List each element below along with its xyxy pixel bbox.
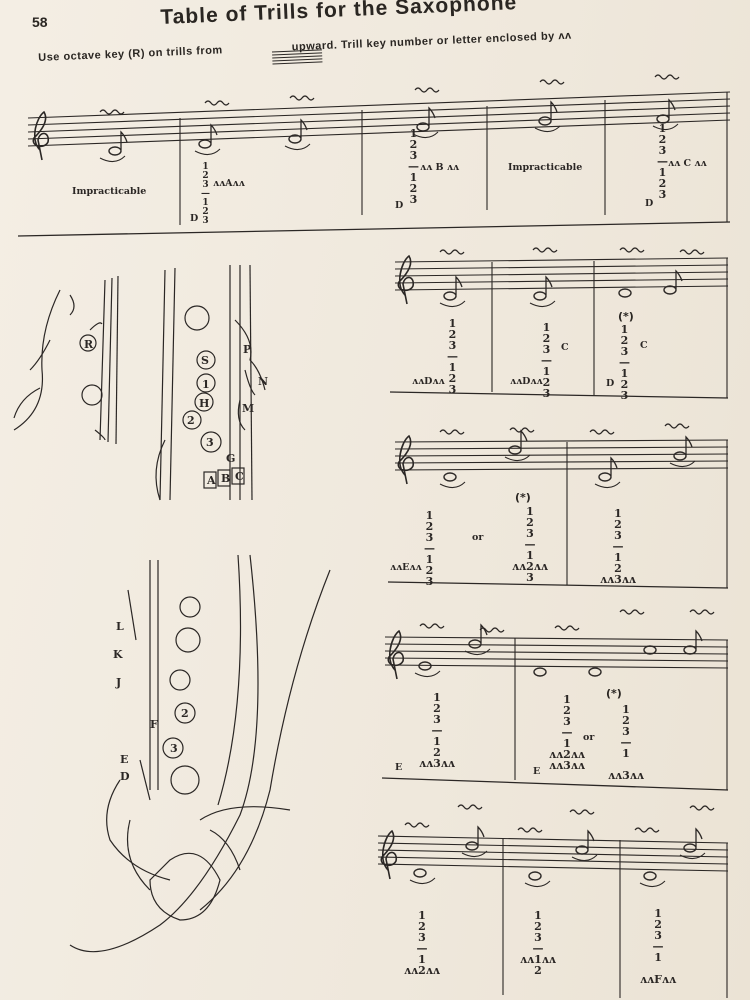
staff-row-3 <box>387 439 729 589</box>
fingering: 1 2 3 — 1 2 3 <box>619 323 630 402</box>
trill-key: ʌʌ C ʌʌ <box>668 158 707 169</box>
sax-diagram-top <box>13 264 266 501</box>
treble-clefs <box>32 110 415 880</box>
key-note: D <box>645 198 654 209</box>
or-text: or <box>472 532 484 543</box>
key-note: D <box>190 213 199 224</box>
fingering-alt: 1 2 3 — 1 ʌʌ3ʌʌ <box>608 703 644 782</box>
fingering: 1 2 3 — 1 2 3 <box>447 317 458 396</box>
trill-key: C <box>561 342 569 353</box>
key-label-p: P <box>243 343 252 356</box>
key-label-g: G <box>226 452 236 465</box>
fingering: 1 2 3 — ʌʌ1ʌʌ 2 <box>520 909 556 977</box>
fingering: 1 2 3 — 1 ʌʌ2ʌʌ ʌʌ3ʌʌ <box>549 693 585 772</box>
staff-row-4 <box>381 636 729 791</box>
key-label-r: R <box>84 338 94 351</box>
staff-row-1 <box>17 91 731 237</box>
trill-key: ʌʌAʌʌ <box>213 178 245 189</box>
fingering: 1 2 3 — 1 2 ʌʌ3ʌʌ <box>600 507 636 586</box>
key-label-d: D <box>120 770 130 783</box>
key-label-k: K <box>113 648 123 661</box>
key-label-m: M <box>242 402 255 415</box>
key-label-3: 3 <box>206 436 214 449</box>
fingering-alt: 1 2 3 — 1 ʌʌ2ʌʌ 3 <box>512 505 548 584</box>
impracticable-text: Impracticable <box>508 162 583 173</box>
key-note: ʌʌDʌʌ <box>510 376 543 387</box>
asterisk-marker: (*) <box>618 310 634 323</box>
key-label-e: E <box>120 753 129 766</box>
fingering: 1 2 3 — 1 2 3 <box>201 162 210 226</box>
key-note: D <box>606 378 615 389</box>
key-label-j: J <box>116 676 122 689</box>
impracticable-text: Impracticable <box>72 186 147 197</box>
key-note: E <box>533 766 541 777</box>
fingering: 1 2 3 — 1 2 3 <box>424 509 435 588</box>
note-heads <box>108 114 697 881</box>
key-note: E <box>395 762 403 773</box>
trill-key: C <box>640 340 648 351</box>
key-label-f: F <box>150 718 158 731</box>
fingering: 1 2 3 — 1 2 ʌʌ3ʌʌ <box>419 691 455 770</box>
key-label-3b: 3 <box>170 742 178 755</box>
key-note: ʌʌDʌʌ <box>412 376 445 387</box>
key-label-a: A <box>207 474 216 487</box>
staff-row-2 <box>389 257 729 399</box>
key-label-l: L <box>116 620 124 633</box>
key-label-c: C <box>235 470 244 483</box>
asterisk-marker: (*) <box>606 687 622 700</box>
trill-key: ʌʌ B ʌʌ <box>420 162 460 173</box>
key-label-b: B <box>221 472 231 485</box>
key-label-h: H <box>199 397 210 410</box>
key-label-n: N <box>258 375 269 388</box>
asterisk-marker: (*) <box>515 491 531 504</box>
key-label-s: S <box>201 354 209 367</box>
fingering: 1 2 3 — 1 2 3 <box>541 321 552 400</box>
page-number: 58 <box>32 14 48 30</box>
key-note: D <box>395 200 404 211</box>
fingering: 1 2 3 — 1 2 3 <box>408 127 419 206</box>
staff-row-5 <box>377 835 729 998</box>
sax-diagram-bell <box>69 554 331 953</box>
fingering: 1 2 3 — 1 2 3 <box>657 122 668 201</box>
key-label-1: 1 <box>202 378 210 391</box>
key-label-2: 2 <box>187 414 195 427</box>
trill-marks <box>99 74 715 833</box>
or-text: or <box>583 732 595 743</box>
key-label-2b: 2 <box>181 707 189 720</box>
subtitle-staff <box>271 49 323 65</box>
note-stems <box>120 98 703 849</box>
key-note: ʌʌEʌʌ <box>390 562 422 573</box>
fingering: 1 2 3 — 1 ʌʌ2ʌʌ <box>404 909 440 977</box>
ties <box>99 123 706 887</box>
fingering: 1 2 3 — 1 ʌʌFʌʌ <box>640 907 677 986</box>
